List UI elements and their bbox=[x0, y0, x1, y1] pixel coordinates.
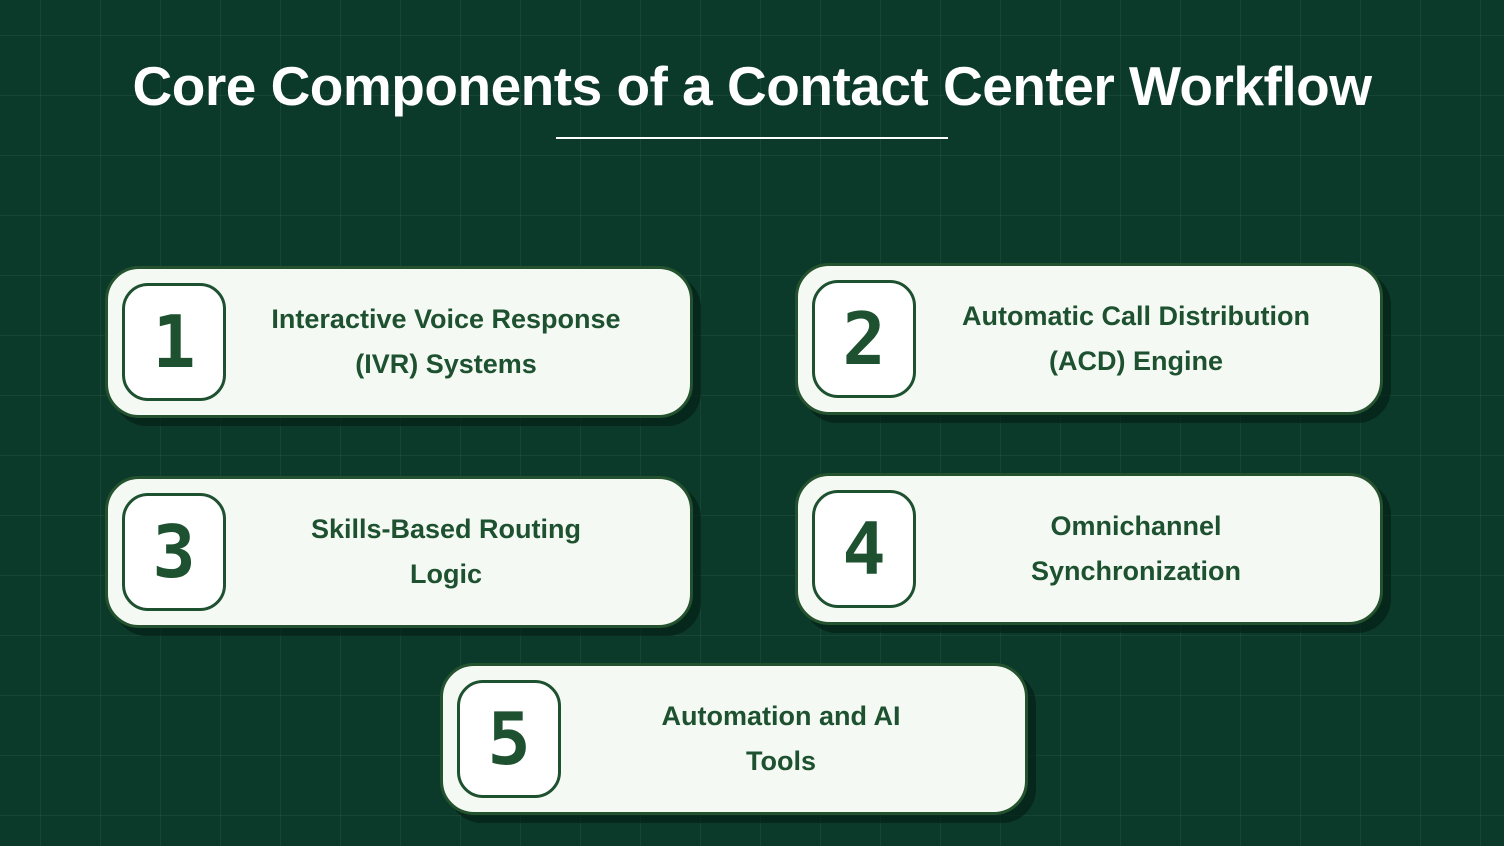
infographic-canvas: { "header": { "title": "Core Components … bbox=[0, 56, 1504, 846]
step-label-line2: (IVR) Systems bbox=[355, 349, 537, 379]
step-label-line1: Automation and AI bbox=[661, 701, 901, 731]
step-label-line2: Logic bbox=[410, 559, 482, 589]
step-label-line1: Interactive Voice Response bbox=[271, 304, 621, 334]
step-label-line1: Skills-Based Routing bbox=[310, 514, 582, 544]
step-label-line2: Tools bbox=[746, 746, 816, 776]
workflow-step-card-3: 3 Skills-Based Routing Logic bbox=[105, 476, 693, 628]
step-number-badge: 2 bbox=[812, 280, 916, 398]
step-label: Automatic Call Distribution (ACD) Engine bbox=[916, 294, 1380, 384]
step-label-line1: Omnichannel bbox=[1050, 511, 1222, 541]
page-title: Core Components of a Contact Center Work… bbox=[132, 55, 1373, 117]
step-number: 1 bbox=[152, 300, 196, 384]
step-number: 4 bbox=[842, 507, 886, 591]
step-label: Omnichannel Synchronization bbox=[916, 504, 1380, 594]
step-label-line2: Synchronization bbox=[1030, 556, 1241, 586]
step-label: Skills-Based Routing Logic bbox=[226, 507, 690, 597]
step-number-badge: 1 bbox=[122, 283, 226, 401]
step-number-badge: 5 bbox=[457, 680, 561, 798]
step-number-badge: 4 bbox=[812, 490, 916, 608]
title-underline bbox=[556, 136, 948, 139]
step-label: Interactive Voice Response (IVR) Systems bbox=[226, 297, 690, 387]
step-label-line1: Automatic Call Distribution bbox=[961, 301, 1310, 331]
step-number: 2 bbox=[842, 297, 886, 381]
step-label-line2: (ACD) Engine bbox=[1049, 346, 1223, 376]
workflow-step-card-4: 4 Omnichannel Synchronization bbox=[795, 473, 1383, 625]
workflow-step-card-5: 5 Automation and AI Tools bbox=[440, 663, 1028, 815]
step-label: Automation and AI Tools bbox=[561, 694, 1025, 784]
step-number: 5 bbox=[487, 697, 531, 781]
workflow-step-card-2: 2 Automatic Call Distribution (ACD) Engi… bbox=[795, 263, 1383, 415]
step-number: 3 bbox=[152, 510, 196, 594]
workflow-step-card-1: 1 Interactive Voice Response (IVR) Syste… bbox=[105, 266, 693, 418]
step-number-badge: 3 bbox=[122, 493, 226, 611]
